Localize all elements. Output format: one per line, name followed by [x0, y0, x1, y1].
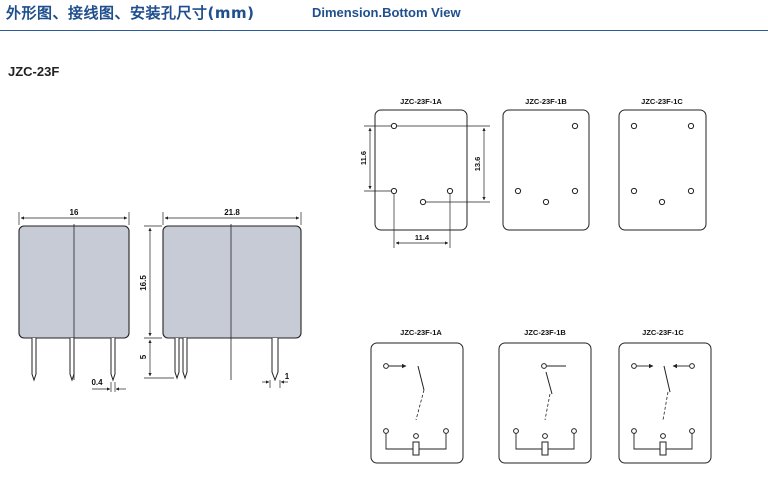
- title-chinese: 外形图、接线图、安装孔尺寸(mm): [6, 4, 255, 22]
- coil: [659, 441, 667, 456]
- switch-contact: [417, 365, 425, 391]
- footprint-label: JZC-23F-1B: [525, 97, 567, 106]
- footprint-label: JZC-23F-1C: [641, 97, 683, 106]
- dim-footprint-left: 11.6: [359, 151, 368, 165]
- footprint-1a: JZC-23F-1A 11.6 13.6 11.4: [359, 97, 490, 248]
- footprint-label: JZC-23F-1A: [400, 97, 442, 106]
- dim-front-width: 16: [70, 208, 79, 217]
- dim-side-width: 21.8: [224, 208, 240, 217]
- schematic-1a: JZC-23F-1A: [370, 328, 464, 464]
- switch-contact: [545, 371, 553, 395]
- model-label: JZC-23F: [8, 64, 60, 79]
- relay-body-side: [162, 225, 302, 339]
- dim-pin-thickness: 0.4: [91, 378, 103, 387]
- dim-pin-width: 1: [285, 372, 290, 381]
- relay-front-view: 16 0.4: [18, 208, 130, 392]
- pin-hole: [658, 198, 666, 206]
- pin: [182, 338, 188, 380]
- dim-footprint-right: 13.6: [473, 157, 482, 172]
- relay-side-view: 21.8 16.5 5 1: [139, 208, 302, 388]
- schematic-label: JZC-23F-1C: [642, 328, 684, 337]
- dim-footprint-bottom: 11.4: [415, 233, 430, 242]
- footprint-1b: JZC-23F-1B: [502, 97, 590, 231]
- pin-hole: [687, 122, 695, 130]
- dim-pin-length: 5: [139, 354, 148, 359]
- pin-hole: [446, 187, 454, 195]
- pin: [31, 338, 37, 382]
- pin-hole: [514, 187, 522, 195]
- pin-hole: [390, 187, 398, 195]
- pin-hole: [630, 187, 638, 195]
- schematic-1c: JZC-23F-1C: [618, 328, 712, 464]
- dim-body-height: 16.5: [139, 275, 148, 291]
- page-header: 外形图、接线图、安装孔尺寸(mm) Dimension.Bottom View: [0, 0, 768, 31]
- pin-hole: [687, 187, 695, 195]
- pin: [69, 338, 75, 382]
- switch-contact: [663, 365, 671, 393]
- pin: [174, 338, 180, 380]
- schematic-label: JZC-23F-1A: [400, 328, 442, 337]
- coil: [541, 441, 549, 456]
- pin-hole: [542, 198, 550, 206]
- pin: [271, 338, 279, 382]
- pin-hole: [390, 122, 398, 130]
- title-english: Dimension.Bottom View: [312, 5, 461, 20]
- pin-hole: [571, 122, 579, 130]
- pin-hole: [571, 187, 579, 195]
- pin: [110, 338, 116, 382]
- footprint-1c: JZC-23F-1C: [618, 97, 707, 231]
- coil: [412, 441, 420, 456]
- pin-hole: [419, 198, 427, 206]
- schematic-label: JZC-23F-1B: [524, 328, 566, 337]
- schematic-1b: JZC-23F-1B: [498, 328, 592, 464]
- pin-hole: [630, 122, 638, 130]
